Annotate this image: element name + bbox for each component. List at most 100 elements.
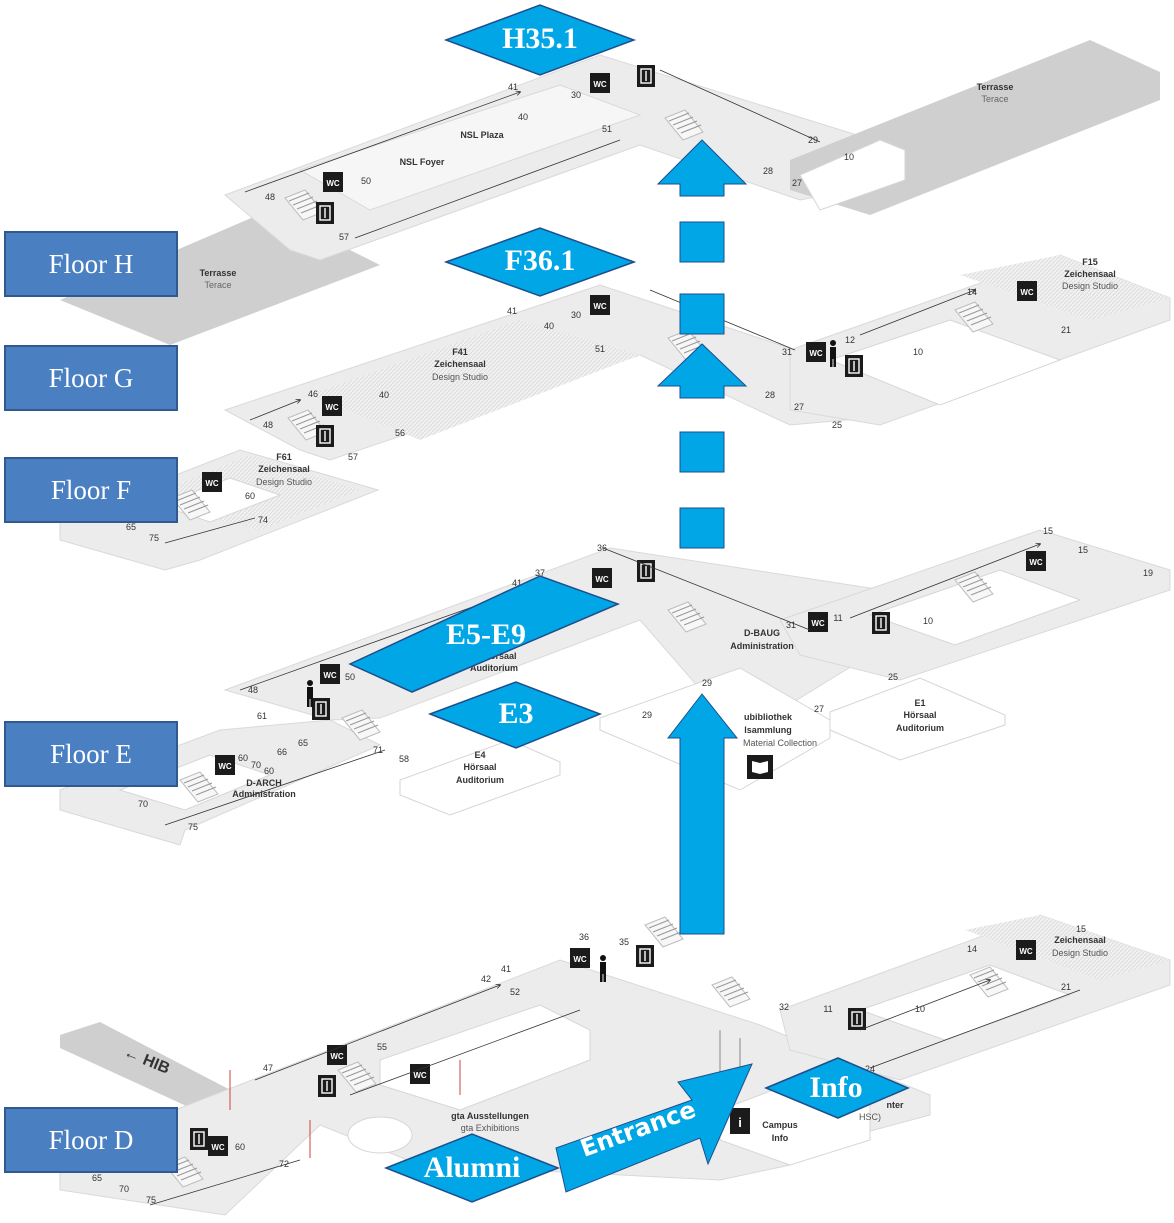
room-number: 70 xyxy=(119,1184,129,1194)
f41-design-studio xyxy=(310,320,640,440)
elevator-icon xyxy=(315,201,335,225)
room-number: 48 xyxy=(263,420,273,430)
floor-h-corridor xyxy=(224,54,906,261)
room-number: 32 xyxy=(779,1002,789,1012)
room-label: Administration xyxy=(232,789,296,799)
room-number: 27 xyxy=(814,704,824,714)
route-dash xyxy=(679,221,725,263)
svg-text:i: i xyxy=(738,1115,742,1130)
room-number: 10 xyxy=(923,616,933,626)
wc-icon xyxy=(1017,281,1037,301)
room-label: E4 xyxy=(474,750,485,760)
room-number: 15 xyxy=(1078,545,1088,555)
room-number: 60 xyxy=(264,766,274,776)
room-number: 30 xyxy=(571,90,581,100)
room-number: 57 xyxy=(339,232,349,242)
room-label: Terace xyxy=(981,94,1008,104)
room-number: 60 xyxy=(238,753,248,763)
room-number: 66 xyxy=(277,747,287,757)
floor-label-h[interactable]: Floor H xyxy=(4,231,178,297)
room-number: 52 xyxy=(510,987,520,997)
floor-f-plan xyxy=(59,449,380,571)
room-number: 31 xyxy=(786,620,796,630)
floor-label-g[interactable]: Floor G xyxy=(4,345,178,411)
room-number: 15 xyxy=(1043,526,1053,536)
elevator-icon xyxy=(636,559,656,583)
entrance-arrow xyxy=(555,1063,753,1193)
room-number: 72 xyxy=(279,1159,289,1169)
floor-e-plan xyxy=(59,529,1171,846)
room-number: 47 xyxy=(263,1063,273,1073)
room-number: 29 xyxy=(808,135,818,145)
elevator-icon xyxy=(636,64,656,88)
room-number: 65 xyxy=(92,1173,102,1183)
room-number: 12 xyxy=(845,335,855,345)
room-number: 21 xyxy=(1061,982,1071,992)
room-number: 48 xyxy=(265,192,275,202)
room-label: Info xyxy=(772,1133,789,1143)
room-number: 31 xyxy=(782,347,792,357)
room-label: E1 xyxy=(914,698,925,708)
room-label: D-ARCH xyxy=(246,778,282,788)
room-label: F41 xyxy=(452,347,468,357)
room-number: 51 xyxy=(602,124,612,134)
room-number: 50 xyxy=(361,176,371,186)
wc-icon xyxy=(320,664,340,684)
gta-exhibitions xyxy=(379,1004,591,1111)
room-number: 36 xyxy=(579,932,589,942)
room-number: 37 xyxy=(535,568,545,578)
elevator-icon xyxy=(844,354,864,378)
room-number: 55 xyxy=(377,1042,387,1052)
wc-icon xyxy=(808,612,828,632)
room-label: gta Ausstellungen xyxy=(451,1111,529,1121)
wc-icon xyxy=(1026,551,1046,571)
route-overlay xyxy=(348,4,910,1203)
room-number: 41 xyxy=(501,964,511,974)
marker-h35-1[interactable] xyxy=(443,4,637,76)
wc-icon xyxy=(208,1136,228,1156)
room-label: Terrasse xyxy=(977,82,1014,92)
marker-e3[interactable] xyxy=(427,681,603,749)
room-number: 70 xyxy=(251,760,261,770)
floor-label-f[interactable]: Floor F xyxy=(4,457,178,523)
floor-label-e[interactable]: Floor E xyxy=(4,721,178,787)
room-number: 65 xyxy=(126,522,136,532)
room-number: 25 xyxy=(832,420,842,430)
room-number: 41 xyxy=(507,306,517,316)
room-label: Campus xyxy=(762,1120,798,1130)
room-label: Auditorium xyxy=(896,723,944,733)
floor-h-plan xyxy=(60,40,1160,345)
marker-info[interactable] xyxy=(764,1057,910,1119)
room-label: F15 xyxy=(1082,257,1098,267)
route-arrow-up xyxy=(656,343,748,399)
marker-e5-e9[interactable] xyxy=(348,575,621,693)
room-number: 15 xyxy=(1076,924,1086,934)
e1-auditorium xyxy=(829,677,1006,761)
room-number: 14 xyxy=(967,287,977,297)
room-number: 46 xyxy=(308,389,318,399)
marker-alumni[interactable] xyxy=(383,1133,561,1203)
room-number: 61 xyxy=(257,711,267,721)
room-number: 10 xyxy=(844,152,854,162)
elevator-icon xyxy=(189,1127,209,1151)
room-label: Material Collection xyxy=(743,738,817,748)
room-label: Auditorium xyxy=(456,775,504,785)
room-number: 57 xyxy=(348,452,358,462)
room-number: 71 xyxy=(373,745,383,755)
room-label: Terace xyxy=(204,280,231,290)
wc-icon xyxy=(1016,940,1036,960)
room-number: 24 xyxy=(865,1064,875,1074)
room-number: 21 xyxy=(1061,325,1071,335)
route-arrow-up xyxy=(656,139,748,197)
route-dash xyxy=(679,507,725,549)
floor-g-plan xyxy=(223,254,1171,461)
room-number: 75 xyxy=(146,1195,156,1205)
room-label: nter xyxy=(886,1100,904,1110)
room-number: 60 xyxy=(235,1142,245,1152)
marker-f36-1[interactable] xyxy=(443,227,637,297)
wc-icon xyxy=(215,755,235,775)
floor-label-d[interactable]: Floor D xyxy=(4,1107,178,1173)
room-label: NSL Plaza xyxy=(460,130,504,140)
elevator-icon xyxy=(317,1074,337,1098)
